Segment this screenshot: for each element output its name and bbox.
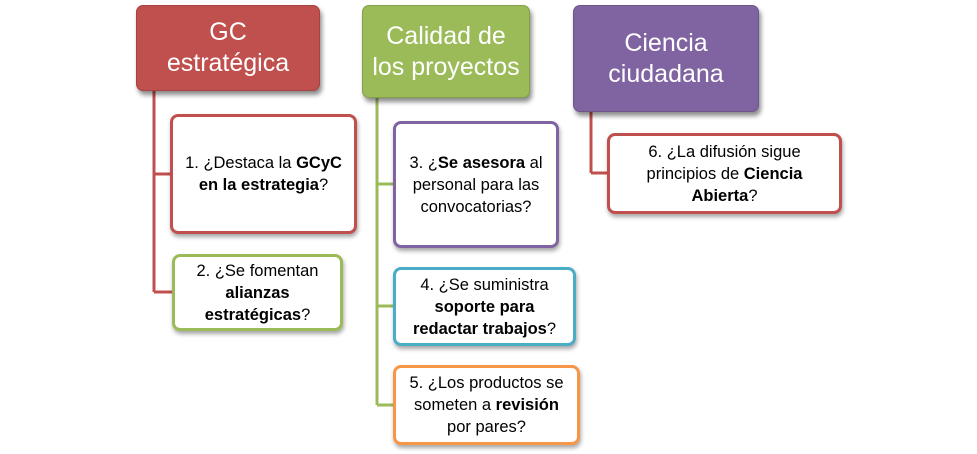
text-bold: soporte para redactar trabajos bbox=[412, 297, 547, 338]
node-text: 4. ¿Se suministra soporte para redactar … bbox=[406, 274, 563, 340]
text-after: al personal para las convocatorias? bbox=[412, 153, 543, 216]
header-label: Ciencia ciudadana bbox=[608, 28, 724, 88]
text-before: 6. ¿La difusión sigue principios de bbox=[646, 142, 801, 183]
text-before: 2. ¿Se fomentan bbox=[196, 261, 319, 280]
text-before: 1. ¿Destaca la bbox=[185, 154, 297, 172]
text-after: ? bbox=[546, 319, 557, 338]
node-4: 4. ¿Se suministra soporte para redactar … bbox=[393, 267, 576, 346]
node-5: 5. ¿Los productos se someten a revisión … bbox=[393, 365, 580, 445]
text-bold: GCyC en la estrategia bbox=[198, 154, 342, 194]
text-bold: Se asesora bbox=[437, 153, 526, 172]
header-label: Calidad de los proyectos bbox=[372, 21, 520, 81]
node-3: 3. ¿Se asesora al personal para las conv… bbox=[393, 121, 559, 248]
header-gc-estrategica: GC estratégica bbox=[136, 5, 320, 91]
header-calidad-proyectos: Calidad de los proyectos bbox=[362, 5, 530, 98]
text-bold: revisión bbox=[495, 396, 559, 414]
header-ciencia-ciudadana: Ciencia ciudadana bbox=[573, 5, 759, 112]
text-before: 3. ¿ bbox=[409, 153, 438, 172]
text-bold: alianzas estratégicas bbox=[204, 283, 302, 324]
text-after: ? bbox=[748, 186, 758, 205]
text-after: ? bbox=[318, 176, 329, 194]
text-after: por pares? bbox=[447, 418, 526, 436]
text-before: 5. ¿Los productos se someten a bbox=[409, 374, 564, 414]
node-text: 6. ¿La difusión sigue principios de Cien… bbox=[620, 141, 829, 207]
node-text: 5. ¿Los productos se someten a revisión … bbox=[406, 372, 567, 438]
node-text: 2. ¿Se fomentan alianzas estratégicas? bbox=[185, 260, 330, 326]
node-text: 3. ¿Se asesora al personal para las conv… bbox=[406, 152, 546, 218]
text-after: ? bbox=[301, 305, 311, 324]
text-before: 4. ¿Se suministra bbox=[420, 275, 549, 294]
header-label: GC estratégica bbox=[166, 18, 290, 77]
node-2: 2. ¿Se fomentan alianzas estratégicas? bbox=[172, 254, 343, 331]
node-text: 1. ¿Destaca la GCyC en la estrategia? bbox=[183, 152, 344, 196]
node-6: 6. ¿La difusión sigue principios de Cien… bbox=[607, 133, 842, 214]
text-bold: Ciencia Abierta bbox=[691, 164, 803, 205]
node-1: 1. ¿Destaca la GCyC en la estrategia? bbox=[170, 114, 357, 234]
